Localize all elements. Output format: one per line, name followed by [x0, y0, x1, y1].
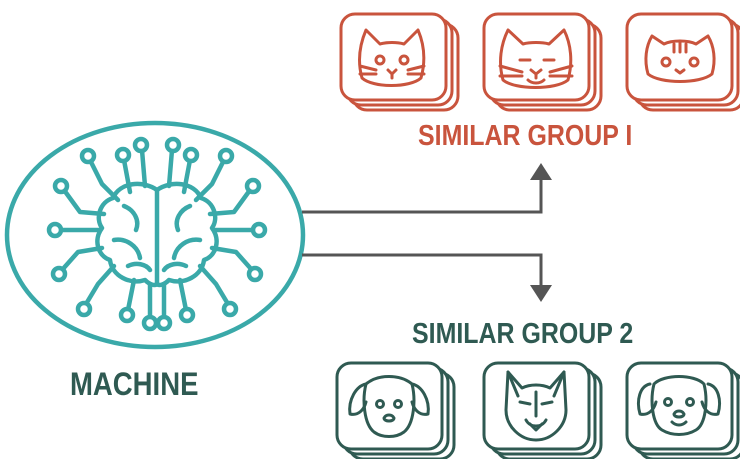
machine-label: MACHINE [70, 366, 199, 402]
arrow-up-head [530, 163, 552, 180]
husky-face-icon [504, 370, 568, 442]
cat-face-icon [357, 28, 426, 87]
dog-card-1 [335, 361, 456, 459]
cat-card-2 [482, 12, 603, 112]
puppy-face-icon [636, 375, 722, 436]
dog-card-2 [482, 361, 603, 459]
dog-card-3 [625, 361, 740, 459]
cat-card-3 [625, 12, 740, 112]
dog-face-icon [348, 375, 430, 438]
brain-circuit-icon [4, 120, 306, 350]
arrow-to-group-2 [302, 253, 543, 287]
cat-face-icon [644, 34, 716, 83]
arrow-to-group-1 [302, 178, 543, 214]
group-1-label: SIMILAR GROUP I [418, 120, 633, 152]
group-2-label: SIMILAR GROUP 2 [412, 318, 634, 350]
cat-face-icon [498, 28, 574, 89]
cat-card-1 [339, 12, 460, 112]
arrow-down-head [530, 285, 552, 302]
